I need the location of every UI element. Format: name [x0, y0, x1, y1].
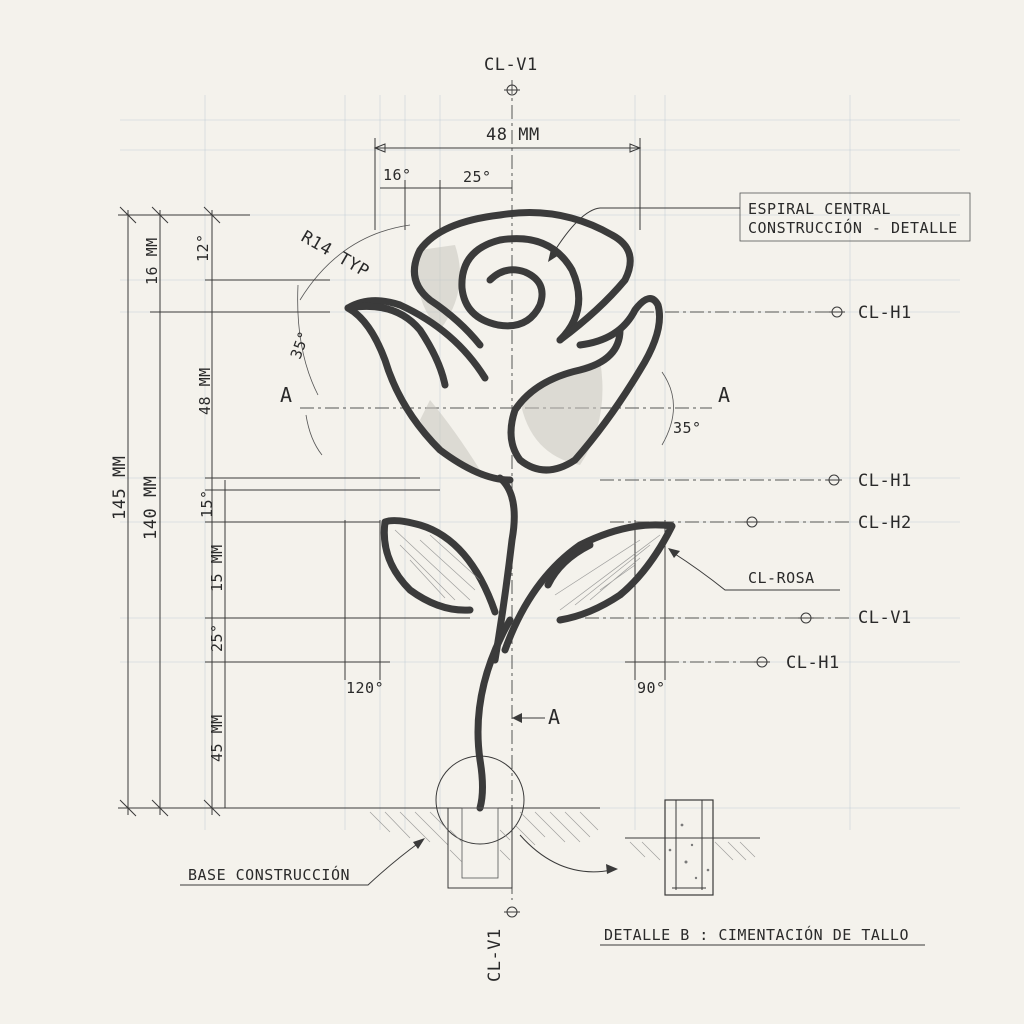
- cl-h1-b-label: CL-H1: [858, 471, 912, 491]
- detail-b-drawing: [600, 799, 925, 946]
- spiral-callout-line1: ESPIRAL CENTRAL: [748, 200, 891, 218]
- dim-140mm-label: 140 MM: [141, 476, 161, 540]
- angle-35-left-lower-arc: [305, 414, 323, 456]
- rose-drawing: [344, 209, 676, 812]
- dimension-120-90: [335, 520, 675, 680]
- ang-16-label: 16°: [383, 166, 412, 184]
- ground-section: [362, 807, 600, 918]
- base-detail-circle: [435, 755, 525, 845]
- ang-120-label: 120°: [346, 679, 384, 697]
- cl-rosa-leader: [668, 548, 840, 591]
- dim-15mm-label: 15 MM: [208, 544, 226, 592]
- left-dimension-chains: [118, 206, 600, 817]
- angle-35-left-arc: [297, 284, 319, 396]
- ang-15-label: 15°: [198, 489, 216, 518]
- ang-25-left-label: 25°: [208, 623, 226, 652]
- cl-v1-top-label: CL-V1: [484, 55, 538, 75]
- detail-b-arrow: [519, 834, 618, 874]
- section-a-bottom: A: [548, 705, 560, 729]
- dim-48mm-label: 48 MM: [486, 125, 540, 145]
- cl-h2-label: CL-H2: [858, 513, 912, 533]
- radius-label: R14 TYP: [298, 227, 373, 282]
- detail-b-label: DETALLE B : CIMENTACIÓN DE TALLO: [604, 925, 909, 944]
- section-a-arrow: [512, 713, 545, 723]
- spiral-callout-line2: CONSTRUCCIÓN - DETALLE: [748, 218, 958, 237]
- angle-35-right-arc: [661, 371, 674, 446]
- dimension-16-25: [380, 180, 512, 230]
- base-callout-label: BASE CONSTRUCCIÓN: [188, 865, 350, 884]
- cl-v1-right-label: CL-V1: [858, 608, 912, 628]
- cl-v1-top-marker: [504, 84, 520, 96]
- ang-35-right-label: 35°: [673, 419, 702, 437]
- dim-45mm-label: 45 MM: [208, 714, 226, 762]
- ang-25-top-label: 25°: [463, 168, 492, 186]
- cl-h1-c-label: CL-H1: [786, 653, 840, 673]
- radius-arc: [299, 224, 411, 301]
- dim-145mm-label: 145 MM: [110, 456, 130, 520]
- ang-12-label: 12°: [194, 233, 212, 262]
- ang-90-label: 90°: [637, 679, 666, 697]
- dim-48mm-vertical-label: 48 MM: [196, 367, 214, 415]
- base-callout-leader: [180, 838, 425, 886]
- cl-v1-bottom-label: CL-V1: [485, 928, 505, 982]
- section-a-left: A: [280, 383, 292, 407]
- section-a-right: A: [718, 383, 730, 407]
- cl-h1-a-label: CL-H1: [858, 303, 912, 323]
- dimension-48mm: [373, 138, 642, 230]
- dim-16mm-label: 16 MM: [143, 237, 161, 285]
- right-centerlines: [560, 306, 850, 668]
- cl-rosa-label: CL-ROSA: [748, 569, 815, 587]
- ang-35-left-label: 35°: [287, 328, 314, 361]
